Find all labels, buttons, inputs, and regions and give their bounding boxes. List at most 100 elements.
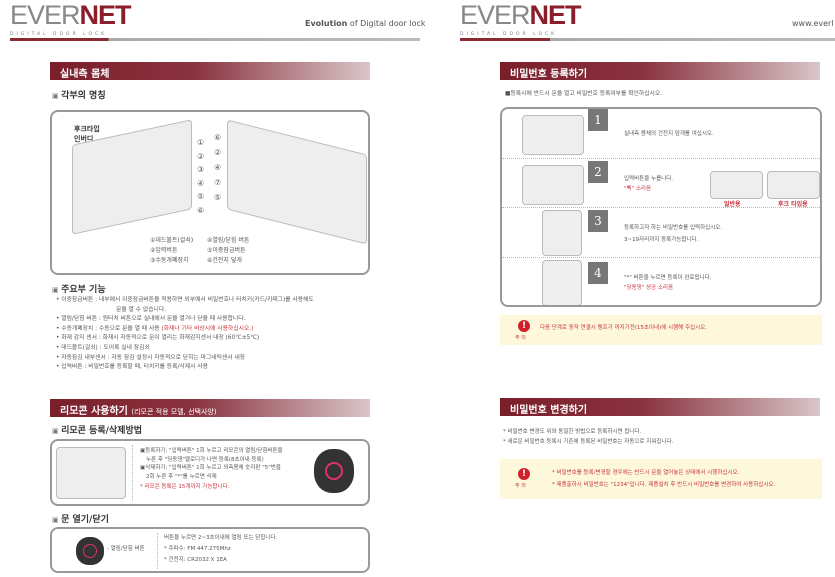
open-close-button-label: - 열림/닫힘 버튼 xyxy=(107,546,145,552)
callout: ⑥ xyxy=(214,133,222,142)
feature-item: • 입력버튼 : 비밀번호를 등록할 때, 터치키를 등록/삭제시 사용 xyxy=(56,364,208,371)
note-item: * 비밀번호 변경도 위와 동일한 방법으로 등록하시면 됩니다. xyxy=(503,429,642,435)
callout: ⑦ xyxy=(214,178,222,187)
register-instructions: ▣등록하기: "입력버튼" 1회 누르고 리모콘의 열림/닫힘버튼을 누른 후 … xyxy=(140,447,283,492)
step-row: 4 "*" 버튼을 누르면 등록이 완료됩니다."딩동댕" 성공 소리음 xyxy=(502,258,820,305)
logo-light: EVER xyxy=(10,0,81,30)
label-text: 열림/닫힘 버튼 xyxy=(110,546,145,552)
step-line: 등록하고자 하는 비밀번호를 입력하십시오. xyxy=(624,225,723,231)
instruction-line: 누른 후 "딩동댕"멜로디가 나면 등록(8초이내 등록) xyxy=(146,456,264,463)
legend-item: ⑥건전지 덮개 xyxy=(207,257,242,264)
step-number: 4 xyxy=(588,262,608,284)
open-text: 버튼을 누르면 2~3초이내에 열림 또는 닫힙니다. xyxy=(164,535,278,541)
feature-text: 문을 열 수 없습니다. xyxy=(116,306,167,313)
step-number: 1 xyxy=(588,109,608,131)
finger-press-illustration xyxy=(56,447,126,499)
keypad-illustration xyxy=(542,260,582,305)
warning-icon: ! xyxy=(518,468,530,480)
instruction-line: 2회 누른 후 "*"를 누르면 삭제 xyxy=(146,473,217,480)
caution-text: 다음 단계로 동작 연결시 램프가 꺼지기전(15초이내)에 시행해 주십시오. xyxy=(540,325,707,331)
step-number: 3 xyxy=(588,210,608,232)
divider xyxy=(157,533,158,569)
register-steps: 1 실내측 몸체의 건전지 덮개를 여십시오. 2 입력버튼을 누릅니다."삑"… xyxy=(500,107,822,307)
door-open-box: - 열림/닫힘 버튼 버튼을 누르면 2~3초이내에 열림 또는 닫힙니다. *… xyxy=(50,527,370,573)
battery: * 건전지: CR2032 X 1EA xyxy=(164,557,227,563)
caution-box: ! 주 의 * 비밀번호를 등록/변경할 경우에는 반드시 문을 열어놓은 상태… xyxy=(500,459,822,499)
logo-tagline: DIGITAL DOOR LOCK xyxy=(10,32,108,37)
note-item: * 새로운 비밀번호 등록시 기존에 등록된 비밀번호는 자동으로 지워집니다. xyxy=(503,439,674,445)
register-note: * 리모콘 등록은 15개까지 가능합니다. xyxy=(140,484,230,490)
step-number: 2 xyxy=(588,161,608,183)
subsection-title: 각부의 명칭 xyxy=(52,88,106,101)
step-illustration xyxy=(522,115,584,155)
feature-text: 데드볼트(걸쇠) : 도어록 실내 잠김쇠 xyxy=(61,344,150,351)
section-title: 실내측 몸체 xyxy=(50,62,370,80)
callout: ① xyxy=(197,138,205,147)
subsection-title: 주요부 기능 xyxy=(52,282,106,295)
website-url: www.everl xyxy=(792,19,834,28)
frequency: * 주파수: FM 447.275Mhz xyxy=(164,546,231,552)
step-line: 3~19자리까지 등록가능합니다. xyxy=(624,237,699,243)
legend-col1: ①데드볼트(걸쇠) ②입력버튼 ③수동개폐장치 xyxy=(150,236,193,266)
logo-light: EVER xyxy=(460,0,531,30)
step-illustration xyxy=(522,165,584,205)
caution-text: * 비밀번호를 등록/변경할 경우에는 반드시 문을 열어놓은 상태에서 시행하… xyxy=(552,467,775,491)
remote-control-icon xyxy=(314,449,354,493)
keypad-illustration xyxy=(542,210,582,256)
register-note: ■등록시에 반드시 문을 열고 비밀번호 등록여부를 확인하십시오. xyxy=(505,91,663,97)
legend-item: ④열림/닫힘 버튼 xyxy=(207,237,250,244)
callout: ⑥ xyxy=(197,205,205,215)
feature-item: • 데드볼트(걸쇠) : 도어록 실내 잠김쇠 xyxy=(56,344,150,351)
hook-label: 후크타입 인버디 xyxy=(74,125,100,143)
feature-text: 입력버튼 : 비밀번호를 등록할 때, 터치키를 등록/삭제시 사용 xyxy=(61,364,208,371)
change-notes: * 비밀번호 변경도 위와 동일한 방법으로 등록하시면 됩니다. * 새로운 … xyxy=(503,427,673,447)
section-title-text: 리모콘 사용하기 xyxy=(60,406,128,417)
standard-type-illustration xyxy=(710,171,763,199)
hook-type-illustration xyxy=(767,171,820,199)
callout: ④ xyxy=(214,163,222,172)
feature-warning: (화재나 기타 비상시에 사용하십시오.) xyxy=(161,325,254,332)
step-line: "*" 버튼을 누르면 등록이 완료됩니다. xyxy=(624,275,712,281)
step-line: 입력버튼을 누릅니다. xyxy=(624,176,674,182)
feature-text: 이중잠금버튼 : 내부에서 이중잠금버튼을 적용하면 외부에서 비밀번호나 터치… xyxy=(61,297,314,303)
caution-label: 주 의 xyxy=(515,335,526,341)
instruction-line: ▣삭제하기: "입력버튼" 1회 누르고 외측몸체 숫자판 "5"번을 xyxy=(140,465,281,471)
feature-item: 문을 열 수 없습니다. xyxy=(56,306,314,316)
subsection-title: 문 열기/닫기 xyxy=(52,512,109,525)
step-text: 등록하고자 하는 비밀번호를 입력하십시오. 3~19자리까지 등록가능합니다. xyxy=(624,222,722,246)
caution-line: * 제품출하시 비밀번호는 "1234"입니다. 제품설치 후 반드시 비밀번호… xyxy=(552,482,776,488)
legend-item: ②입력버튼 xyxy=(150,247,178,254)
step-row: 1 실내측 몸체의 건전지 덮개를 여십시오. xyxy=(502,109,820,159)
callout: ② xyxy=(197,151,205,161)
feature-item: • 자동잠김 내부센서 : 자동 잠김 설정시 자동적으로 닫히는 마그네틱센서… xyxy=(56,354,246,361)
callout: ⑤ xyxy=(197,192,205,201)
subsection-title: 리모콘 등록/삭제방법 xyxy=(52,423,142,436)
step-text: "*" 버튼을 누르면 등록이 완료됩니다."딩동댕" 성공 소리음 xyxy=(624,273,711,293)
section-title: 리모콘 사용하기 (리모콘 적용 모델, 선택사양) xyxy=(50,399,370,417)
remote-control-icon xyxy=(76,537,104,565)
step-row: 2 입력버튼을 누릅니다."삑" 소리음 일반용 후크 타입용 xyxy=(502,159,820,208)
instruction-line: ▣등록하기: "입력버튼" 1회 누르고 리모콘의 열림/닫힘버튼을 xyxy=(140,448,283,454)
divider xyxy=(132,445,133,501)
legend-item: ③수동개폐장치 xyxy=(150,257,189,264)
caution-line: * 비밀번호를 등록/변경할 경우에는 반드시 문을 열어놓은 상태에서 시행하… xyxy=(552,470,740,476)
remote-button-ring xyxy=(83,544,97,558)
caution-label: 주 의 xyxy=(515,483,526,489)
warning-icon: ! xyxy=(518,320,530,332)
caution-box: ! 주 의 다음 단계로 동작 연결시 램프가 꺼지기전(15초이내)에 시행해… xyxy=(500,315,822,345)
step-row: 3 등록하고자 하는 비밀번호를 입력하십시오. 3~19자리까지 등록가능합니다… xyxy=(502,208,820,258)
brand-logo: EVERNET xyxy=(460,0,582,30)
section-title-note: (리모콘 적용 모델, 선택사양) xyxy=(131,408,217,416)
callout: ④ xyxy=(197,178,205,188)
slogan-rest: of Digital door lock xyxy=(347,19,426,28)
brand-logo: EVERNET xyxy=(10,0,132,30)
legend-item: ①데드볼트(걸쇠) xyxy=(150,237,194,244)
feature-item: • 화재 감지 센서 : 화재시 자동적으로 문이 열리는 화재감지센서 내장 … xyxy=(56,335,260,342)
logo-bold: NET xyxy=(79,0,132,30)
header-rule xyxy=(10,38,420,41)
callout: ② xyxy=(214,148,222,157)
